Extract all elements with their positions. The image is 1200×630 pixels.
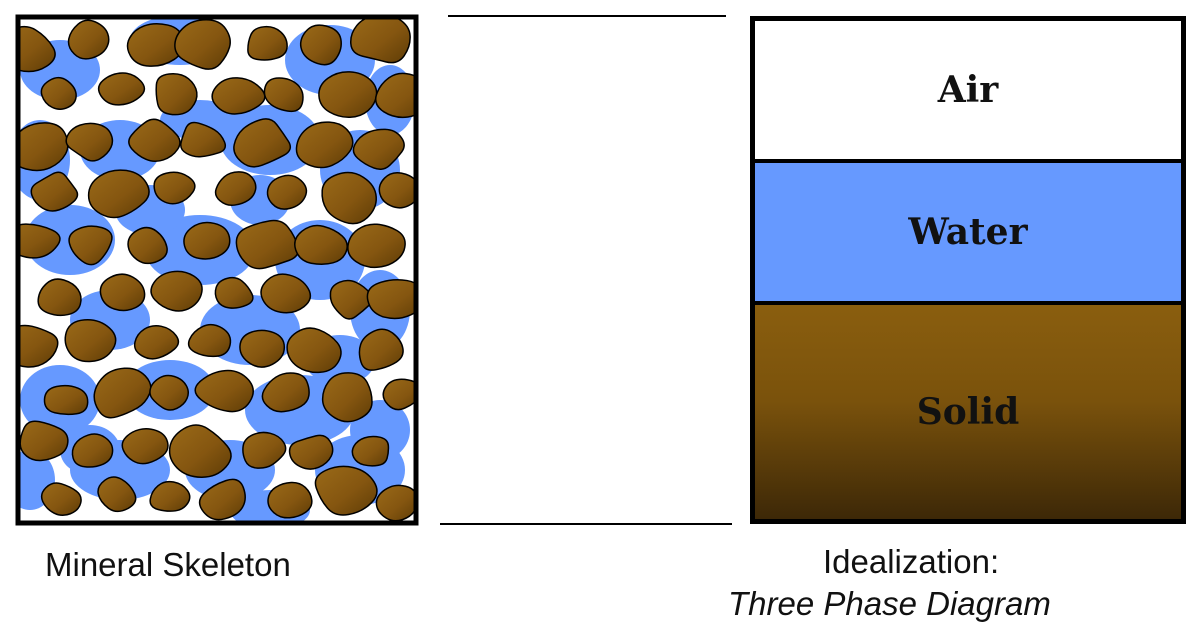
soil-grain [374, 72, 415, 119]
soil-grain [150, 270, 203, 312]
soil-grain [321, 171, 377, 225]
soil-grain [295, 121, 354, 169]
soil-grain [382, 378, 415, 411]
soil-grain [64, 318, 117, 363]
soil-grain [347, 223, 406, 269]
soil-grain [378, 171, 415, 209]
soil-grain [242, 431, 287, 469]
soil-grain [375, 484, 415, 522]
soil-grain [65, 122, 114, 162]
soil-grain [233, 118, 292, 168]
water-phase: Water [755, 159, 1181, 305]
soil-grain [121, 428, 169, 465]
soil-grain [133, 325, 180, 360]
soil-grain [235, 219, 300, 270]
soil-grain [149, 480, 191, 512]
soil-grain [286, 327, 342, 374]
solid-phase: Solid [755, 305, 1181, 519]
top-connector-line [448, 15, 726, 17]
three-phase-diagram: Air Water Solid [750, 16, 1186, 524]
soil-grain [153, 171, 196, 205]
soil-grain [149, 374, 189, 411]
soil-grain [19, 223, 61, 259]
soil-grain [97, 72, 146, 106]
soil-grain [168, 424, 232, 478]
soil-grain [87, 169, 150, 219]
soil-grain [314, 465, 378, 516]
soil-grain [187, 323, 232, 358]
soil-grain [214, 171, 257, 207]
soil-grain [127, 226, 168, 265]
soil-grain [211, 77, 266, 115]
soil-grain [155, 73, 198, 116]
soil-grain [198, 478, 246, 521]
soil-grain [19, 324, 59, 368]
soil-grain [263, 77, 304, 113]
soil-grain [128, 118, 181, 163]
skeleton-frame [15, 14, 419, 526]
soil-grain [40, 482, 82, 517]
soil-grain [174, 19, 231, 70]
soil-grain [299, 24, 342, 66]
soil-grain [67, 19, 110, 60]
idealization-caption: Idealization: [823, 543, 1000, 580]
soil-grain [260, 273, 312, 314]
soil-grain [37, 278, 82, 317]
soil-grain [71, 433, 114, 468]
soil-grain [126, 23, 185, 67]
soil-grain [358, 328, 404, 371]
solid-label: Solid [916, 391, 1020, 433]
soil-grain [68, 225, 113, 266]
soil-grain [266, 174, 308, 210]
mineral-skeleton-caption: Mineral Skeleton [45, 546, 291, 583]
air-phase: Air [755, 21, 1181, 159]
soil-grain [30, 171, 79, 212]
soil-grain [19, 25, 56, 73]
soil-grain [43, 384, 89, 416]
soil-grain [294, 224, 348, 266]
soil-grain [99, 273, 146, 312]
soil-grain [261, 372, 310, 413]
soil-grain [19, 420, 69, 462]
soil-grain [321, 372, 373, 423]
soil-grain [352, 128, 405, 171]
air-label: Air [937, 69, 999, 111]
soil-grain [288, 434, 334, 470]
bottom-connector-line [440, 523, 732, 525]
soil-grain [93, 367, 152, 419]
soil-grain [194, 369, 254, 413]
soil-grains [19, 18, 415, 522]
soil-grain [183, 221, 231, 260]
soil-grain [214, 276, 254, 309]
soil-grain [239, 329, 286, 368]
soil-grain [97, 476, 137, 513]
water-label: Water [908, 211, 1028, 253]
soil-grain [351, 435, 390, 467]
soil-grain [267, 481, 313, 519]
soil-grain [318, 71, 378, 119]
soil-grain [350, 18, 411, 64]
three-phase-diagram-caption: Three Phase Diagram [728, 585, 1051, 622]
soil-grain [247, 25, 288, 61]
soil-grain [366, 278, 415, 320]
soil-grain [180, 121, 227, 158]
soil-grain [19, 122, 69, 172]
soil-grain [40, 76, 77, 111]
